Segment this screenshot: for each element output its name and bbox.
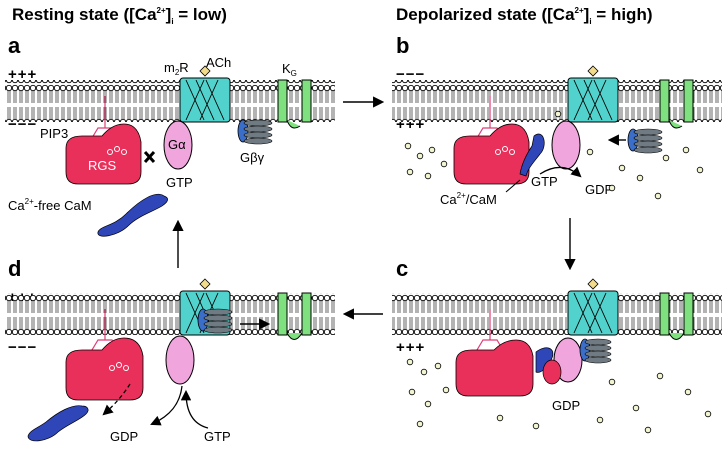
kg-channel bbox=[277, 79, 312, 129]
rgs-label: RGS bbox=[88, 158, 117, 173]
sign-inside-c: +++ bbox=[396, 339, 425, 356]
m2r-receptor-c bbox=[567, 290, 619, 336]
panel-letter-a: a bbox=[8, 33, 21, 58]
gdp-label-d: GDP bbox=[110, 429, 138, 444]
ach-ligand bbox=[199, 65, 211, 77]
galpha-protein-b bbox=[551, 120, 581, 170]
kg-label: KG bbox=[282, 61, 297, 78]
gbg-label: Gβγ bbox=[240, 150, 265, 165]
ach-ligand-d bbox=[199, 278, 211, 290]
sign-inside-d: −−− bbox=[8, 339, 37, 356]
ach-label: ACh bbox=[206, 55, 231, 70]
gbetagamma-d bbox=[197, 308, 233, 334]
sign-outside-a: +++ bbox=[8, 66, 37, 83]
panel-d: d +++ −−− bbox=[5, 256, 335, 444]
galpha-protein-d bbox=[165, 335, 195, 385]
gdp-label-b: GDP bbox=[585, 182, 613, 197]
cam-free-label: Ca2+-free CaM bbox=[8, 197, 92, 213]
rgs-protein bbox=[65, 123, 142, 185]
sign-outside-b: −−− bbox=[396, 66, 425, 83]
cam-free-d bbox=[27, 405, 89, 442]
cam-release-arrow-d bbox=[102, 383, 131, 416]
block-mark bbox=[143, 150, 156, 164]
panel-letter-d: d bbox=[8, 256, 21, 281]
calcium-ions-c bbox=[406, 358, 712, 434]
galpha-label: Gα bbox=[168, 137, 186, 152]
cam-free bbox=[97, 193, 168, 237]
panel-letter-b: b bbox=[396, 33, 409, 58]
galpha-protein bbox=[163, 120, 193, 170]
calcium-ions-b bbox=[404, 110, 704, 200]
m2r-label: m2R bbox=[164, 60, 189, 77]
membrane-c bbox=[392, 293, 722, 335]
panel-c: c −−− +++ GDP bbox=[392, 256, 722, 434]
gbetagamma bbox=[237, 119, 273, 145]
panel-letter-c: c bbox=[396, 256, 408, 281]
header-depolarized-state: Depolarized state ([Ca2+]i = high) bbox=[396, 5, 653, 26]
rgs-protein-b bbox=[453, 123, 530, 185]
gdp-label-c: GDP bbox=[552, 398, 580, 413]
gtp-binding-arrow-d bbox=[180, 389, 209, 429]
gdp-release-arrow-d bbox=[150, 385, 183, 426]
rgs-protein-d bbox=[65, 337, 144, 401]
kg-channel-c bbox=[659, 292, 694, 340]
gbetagamma-c bbox=[579, 338, 612, 364]
panel-a: a +++ −−− m2R ACh KG PIP3 RGS bbox=[5, 33, 335, 237]
cacam-leader bbox=[505, 179, 521, 193]
rgs-contact-c bbox=[542, 359, 562, 385]
m2r-receptor bbox=[179, 77, 231, 123]
kg-channel-b bbox=[659, 79, 694, 129]
m2r-receptor-b bbox=[567, 77, 619, 123]
gbetagamma-b bbox=[627, 128, 663, 154]
pip3-label: PIP3 bbox=[40, 126, 68, 141]
gtp-label-a: GTP bbox=[166, 175, 193, 190]
panel-b: b −−− +++ Ca2+/CaM bbox=[392, 33, 722, 207]
gtp-hydrolysis-arrow-b bbox=[539, 166, 582, 178]
ach-ligand-c bbox=[587, 278, 599, 290]
cacam-label: Ca2+/CaM bbox=[440, 191, 497, 207]
header-resting-state: Resting state ([Ca2+]i = low) bbox=[12, 5, 227, 26]
rgs-protein-c bbox=[455, 339, 534, 397]
kg-channel-d bbox=[277, 292, 312, 340]
ach-ligand-b bbox=[587, 65, 599, 77]
gtp-label-d: GTP bbox=[204, 429, 231, 444]
cam-bound-c bbox=[535, 347, 554, 373]
gtp-label-b: GTP bbox=[531, 174, 558, 189]
cam-bound-b bbox=[519, 133, 545, 177]
